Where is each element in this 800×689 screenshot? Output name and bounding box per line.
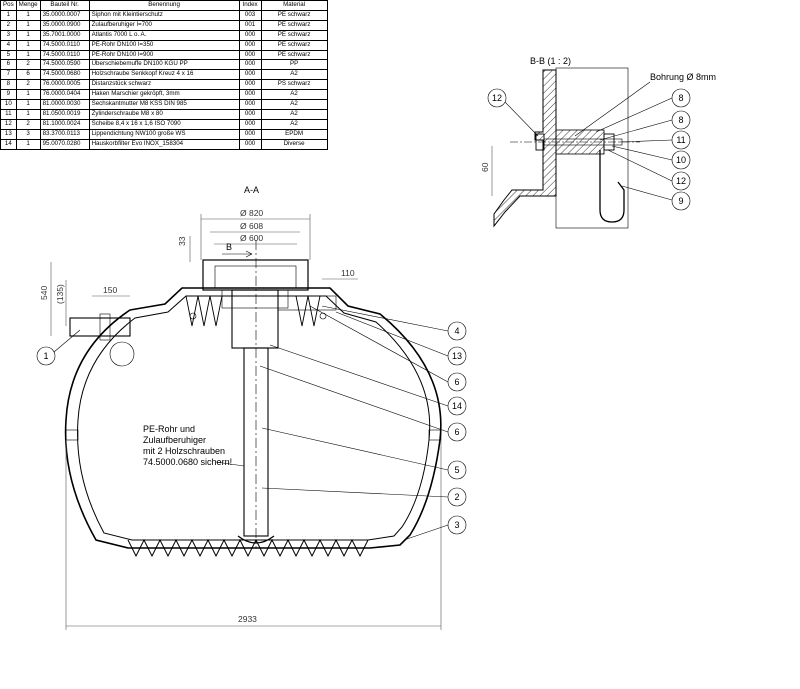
- svg-text:6: 6: [454, 377, 459, 387]
- tank-left-flange: [65, 429, 79, 441]
- dim-2933-text: 2933: [238, 614, 257, 624]
- balloon-2: 2: [447, 487, 467, 507]
- leader-1: [53, 329, 81, 353]
- leader-14: [269, 344, 449, 407]
- svg-text:10: 10: [676, 155, 686, 165]
- leader-6a: [309, 305, 449, 383]
- dim-135-text: (135): [55, 284, 65, 304]
- svg-text:14: 14: [452, 401, 462, 411]
- siphon-bend: [109, 341, 135, 367]
- balloon-6a: 6: [447, 372, 467, 392]
- nut: [603, 133, 615, 151]
- bom-cell: Diverse: [260, 138, 328, 150]
- dim-33-text: 33: [177, 236, 187, 246]
- assembly-note-line-4: 74.5000.0680 sichern!: [143, 457, 232, 467]
- bore-label: Bohrung Ø 8mm: [650, 72, 716, 82]
- svg-text:3: 3: [454, 520, 459, 530]
- svg-text:9: 9: [678, 196, 683, 206]
- svg-text:12: 12: [676, 176, 686, 186]
- svg-text:1: 1: [43, 351, 48, 361]
- dim-820-text: Ø 820: [240, 208, 263, 218]
- assembly-note-leader: [215, 461, 245, 467]
- tank-right-flange: [428, 429, 442, 441]
- tank-inner-shell: [77, 295, 431, 541]
- bb-leader-12-right: [607, 149, 673, 182]
- tank-outer-shell: [64, 287, 442, 549]
- bb-leader-10: [611, 145, 673, 161]
- dim-608-text: Ø 608: [240, 221, 263, 231]
- leader-2: [261, 487, 449, 498]
- bb-leader-12-left: [504, 101, 539, 137]
- dim-150-text: 150: [103, 285, 117, 295]
- bom-table: Pos Menge Bauteil Nr. Benennung Index Ma…: [0, 0, 328, 150]
- calming-outlet: [237, 535, 275, 544]
- leader-5: [261, 427, 449, 471]
- detail-bb-title: B-B (1 : 2): [530, 56, 571, 66]
- bb-leader-9: [621, 185, 673, 201]
- tank-bottom-ribs: [127, 538, 369, 558]
- assembly-note-line-3: mit 2 Holzschrauben: [143, 446, 225, 456]
- bb-balloon-11: 11: [671, 130, 691, 150]
- bb-balloon-8b: 8: [671, 110, 691, 130]
- bb-balloon-9: 9: [671, 191, 691, 211]
- bb-leader-8a: [595, 97, 673, 133]
- bb-balloon-12-left: 12: [487, 88, 507, 108]
- leader-4: [321, 305, 449, 332]
- dim-110-text: 110: [341, 268, 355, 278]
- filter-dome-inner: [214, 265, 297, 289]
- screw-left: [189, 312, 197, 320]
- balloon-4: 4: [447, 321, 467, 341]
- filter-basket-top: [221, 289, 289, 309]
- connecting-pipe: [277, 295, 337, 311]
- leader-6b: [259, 365, 449, 433]
- svg-text:4: 4: [454, 326, 459, 336]
- bore-leader: [574, 81, 651, 137]
- bom-header-row: Pos Menge Bauteil Nr. Benennung Index Ma…: [0, 0, 328, 11]
- cut-marker-b: B: [226, 242, 232, 252]
- assembly-note-line-1: PE-Rohr und: [143, 424, 195, 434]
- bb-balloon-10: 10: [671, 150, 691, 170]
- balloon-6b: 6: [447, 422, 467, 442]
- bb-balloon-8a: 8: [671, 88, 691, 108]
- bb-leader-8b: [599, 119, 673, 141]
- bb-balloon-12-right: 12: [671, 171, 691, 191]
- bb-leader-11: [619, 139, 673, 143]
- svg-text:8: 8: [678, 115, 683, 125]
- svg-text:2: 2: [454, 492, 459, 502]
- svg-text:5: 5: [454, 465, 459, 475]
- balloon-1: 1: [36, 346, 56, 366]
- dim-60-text: 60: [480, 162, 490, 172]
- svg-text:8: 8: [678, 93, 683, 103]
- assembly-note-line-2: Zulaufberuhiger: [143, 435, 206, 445]
- dim-600-text: Ø 600: [240, 233, 263, 243]
- svg-text:6: 6: [454, 427, 459, 437]
- cut-arrow: [222, 250, 253, 258]
- svg-text:13: 13: [452, 351, 462, 361]
- section-aa-title: A-A: [244, 185, 259, 195]
- balloon-5: 5: [447, 460, 467, 480]
- balloon-13: 13: [447, 346, 467, 366]
- balloon-3: 3: [447, 515, 467, 535]
- svg-text:12: 12: [492, 93, 502, 103]
- leader-13: [335, 311, 449, 357]
- dim-540-text: 540: [39, 286, 49, 300]
- leader-3: [403, 524, 449, 541]
- hook: [599, 150, 625, 223]
- tank-wall-section: [493, 69, 557, 228]
- svg-text:11: 11: [676, 135, 685, 145]
- balloon-14: 14: [447, 396, 467, 416]
- inlet-pipe-collar: [99, 313, 111, 341]
